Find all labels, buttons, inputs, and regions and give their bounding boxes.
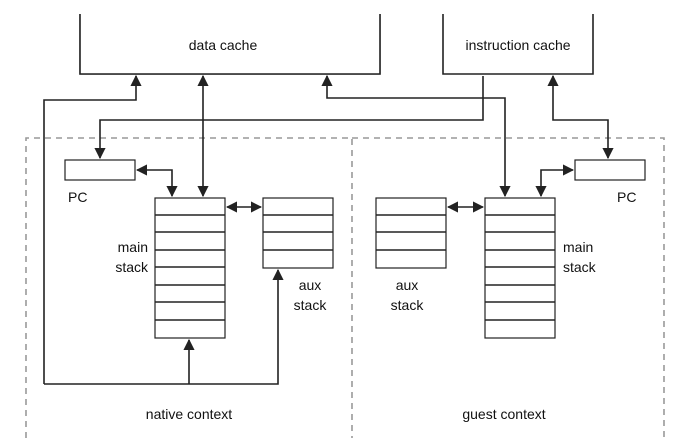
native-aux-stack: aux stack [262, 197, 334, 313]
instruction-cache-box: instruction cache [442, 14, 594, 75]
guest-pc-label: PC [617, 189, 636, 205]
native-main-stack-label-2: stack [115, 259, 149, 275]
guest-pc-register: PC [574, 159, 646, 205]
arrow-guestpc-guestmain [535, 164, 575, 198]
arrow-native-to-datacache [43, 74, 142, 384]
arrow-nativepc-nativemain [135, 164, 178, 198]
guest-main-stack-label-2: stack [563, 259, 597, 275]
native-aux-stack-label-2: stack [294, 297, 328, 313]
guest-context-label: guest context [462, 406, 545, 422]
arrow-datacache-guestmain [321, 74, 511, 198]
arrow-instcache-nativepc [94, 76, 484, 160]
connectors [43, 74, 614, 385]
guest-aux-stack: aux stack [375, 197, 447, 313]
data-cache-label: data cache [189, 37, 258, 53]
guest-aux-stack-label-2: stack [391, 297, 425, 313]
guest-main-stack: main stack [484, 197, 597, 339]
native-context-label: native context [146, 406, 232, 422]
native-pc-label: PC [68, 189, 87, 205]
native-context-region [25, 137, 353, 438]
native-pc-register: PC [64, 159, 136, 205]
native-main-stack: main stack [115, 197, 226, 339]
arrow-loop-nativeaux [44, 268, 284, 385]
guest-main-stack-label-1: main [563, 239, 593, 255]
data-cache-box: data cache [79, 14, 381, 75]
arrow-instcache-guestpc [547, 74, 614, 160]
instruction-cache-label: instruction cache [465, 37, 570, 53]
guest-aux-stack-label-1: aux [396, 277, 419, 293]
native-main-stack-label-1: main [118, 239, 148, 255]
native-aux-stack-label-1: aux [299, 277, 322, 293]
